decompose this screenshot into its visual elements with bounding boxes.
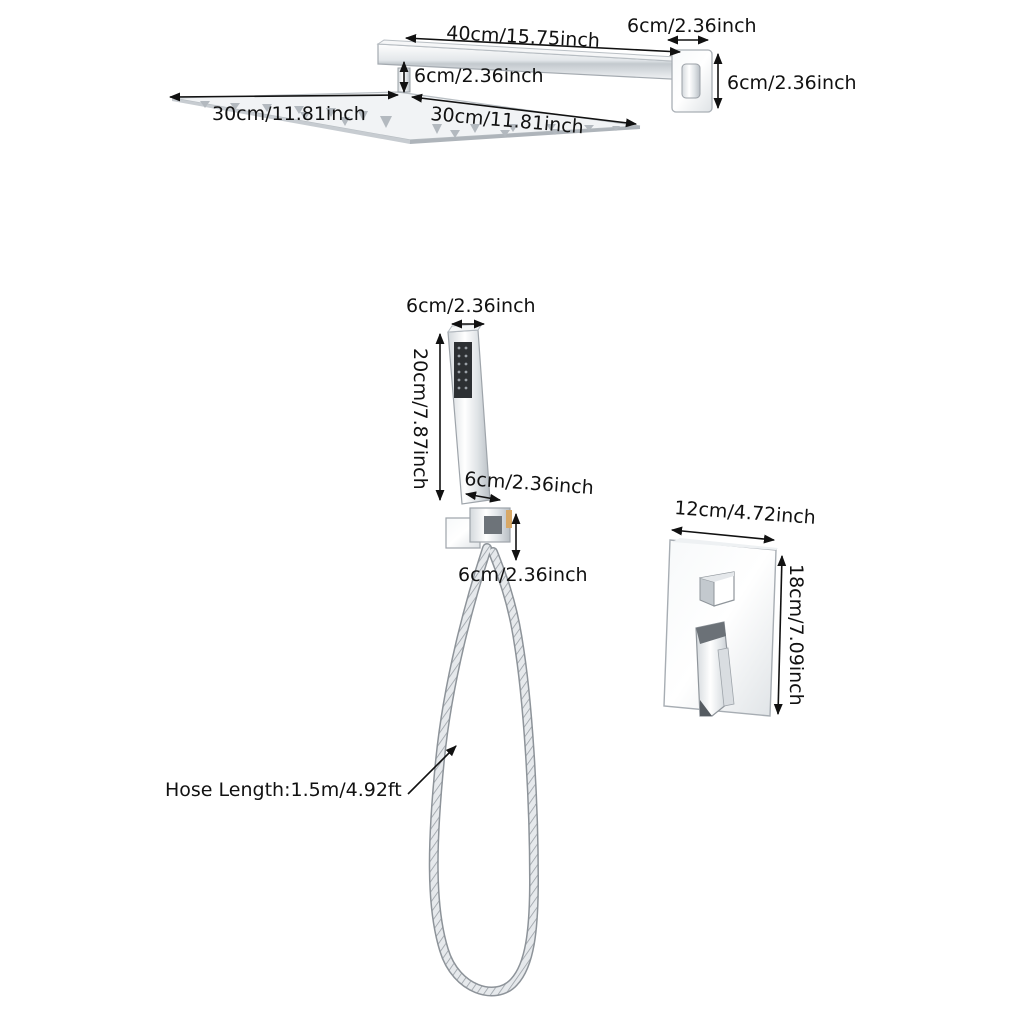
top-dimension-lines <box>168 34 723 128</box>
hose-pointer-line <box>407 745 457 795</box>
holder-height-label: 6cm/2.36inch <box>458 564 588 586</box>
valve-height-line <box>773 554 787 716</box>
valve-dimension-lines <box>670 526 787 716</box>
mixer-lever <box>695 621 735 717</box>
rain-shower-assembly <box>171 39 713 144</box>
spray-face <box>454 342 472 398</box>
arm-length-line <box>404 34 682 56</box>
diverter-valve <box>663 538 778 717</box>
valve-width-line <box>670 526 776 544</box>
valve-height-label: 18cm/7.09inch <box>785 564 807 706</box>
hose <box>430 544 538 995</box>
hand-width-label: 6cm/2.36inch <box>406 295 536 317</box>
holder-width-line <box>464 491 502 503</box>
valve-width-label: 12cm/4.72inch <box>674 497 817 529</box>
hand-shower-holder <box>445 507 512 549</box>
hand-length-label: 20cm/7.87inch <box>409 348 431 490</box>
hose-outline <box>428 543 540 997</box>
diverter-button <box>699 571 735 607</box>
flange-height-label: 6cm/2.36inch <box>727 72 857 94</box>
head-right-line <box>410 93 638 128</box>
hand-dimension-lines <box>407 319 521 795</box>
wall-flange <box>671 49 713 113</box>
hose-length-label: Hose Length:1.5m/4.92ft <box>165 779 402 801</box>
head-left-line <box>168 90 400 102</box>
head-left-label: 30cm/11.81inch <box>212 103 366 125</box>
holder-brass-pin <box>506 510 512 528</box>
hand-shower-assembly <box>428 323 540 997</box>
arm-height-label: 6cm/2.36inch <box>414 65 544 87</box>
flange-width-label: 6cm/2.36inch <box>627 15 757 37</box>
